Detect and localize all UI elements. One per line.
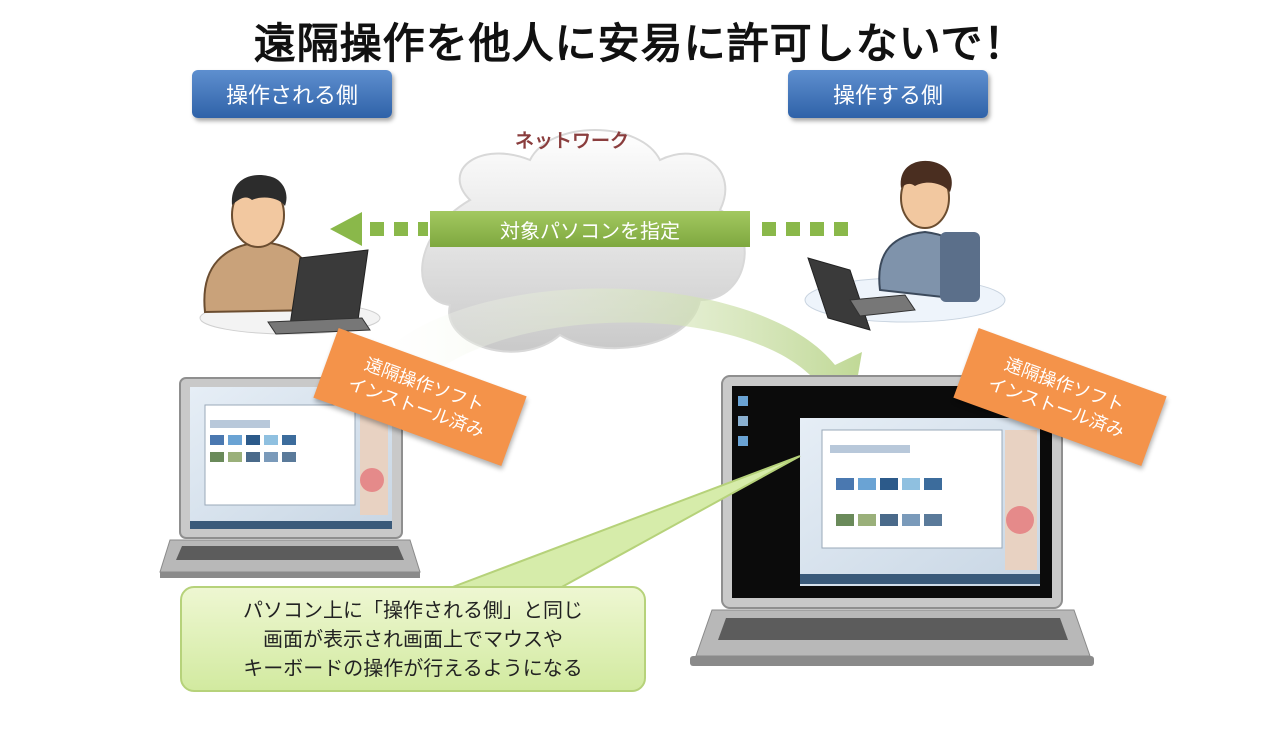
- network-label: ネットワーク: [515, 130, 630, 152]
- controller-side-label: 操作する側: [788, 70, 988, 118]
- person-at-laptop-icon: [199, 175, 381, 335]
- controlled-side-label: 操作される側: [192, 70, 392, 118]
- right-laptop: [690, 375, 1094, 666]
- left-laptop: [159, 377, 421, 578]
- callout-line: キーボードの操作が行えるようになる: [243, 655, 583, 680]
- callout-line: 画面が表示され画面上でマウスや: [263, 626, 563, 651]
- page-title: 遠隔操作を他人に安易に許可しないで！: [253, 19, 1027, 68]
- dotted-arrow: [330, 212, 848, 246]
- target-pc-arrow-label: 対象パソコンを指定: [430, 211, 750, 247]
- explanation-callout: パソコン上に「操作される側」と同じ 画面が表示され画面上でマウスや キーボードの…: [180, 586, 646, 692]
- curved-arrow: [380, 288, 862, 410]
- businessman-at-laptop-icon: [804, 160, 1006, 331]
- callout-line: パソコン上に「操作される側」と同じ: [243, 597, 583, 622]
